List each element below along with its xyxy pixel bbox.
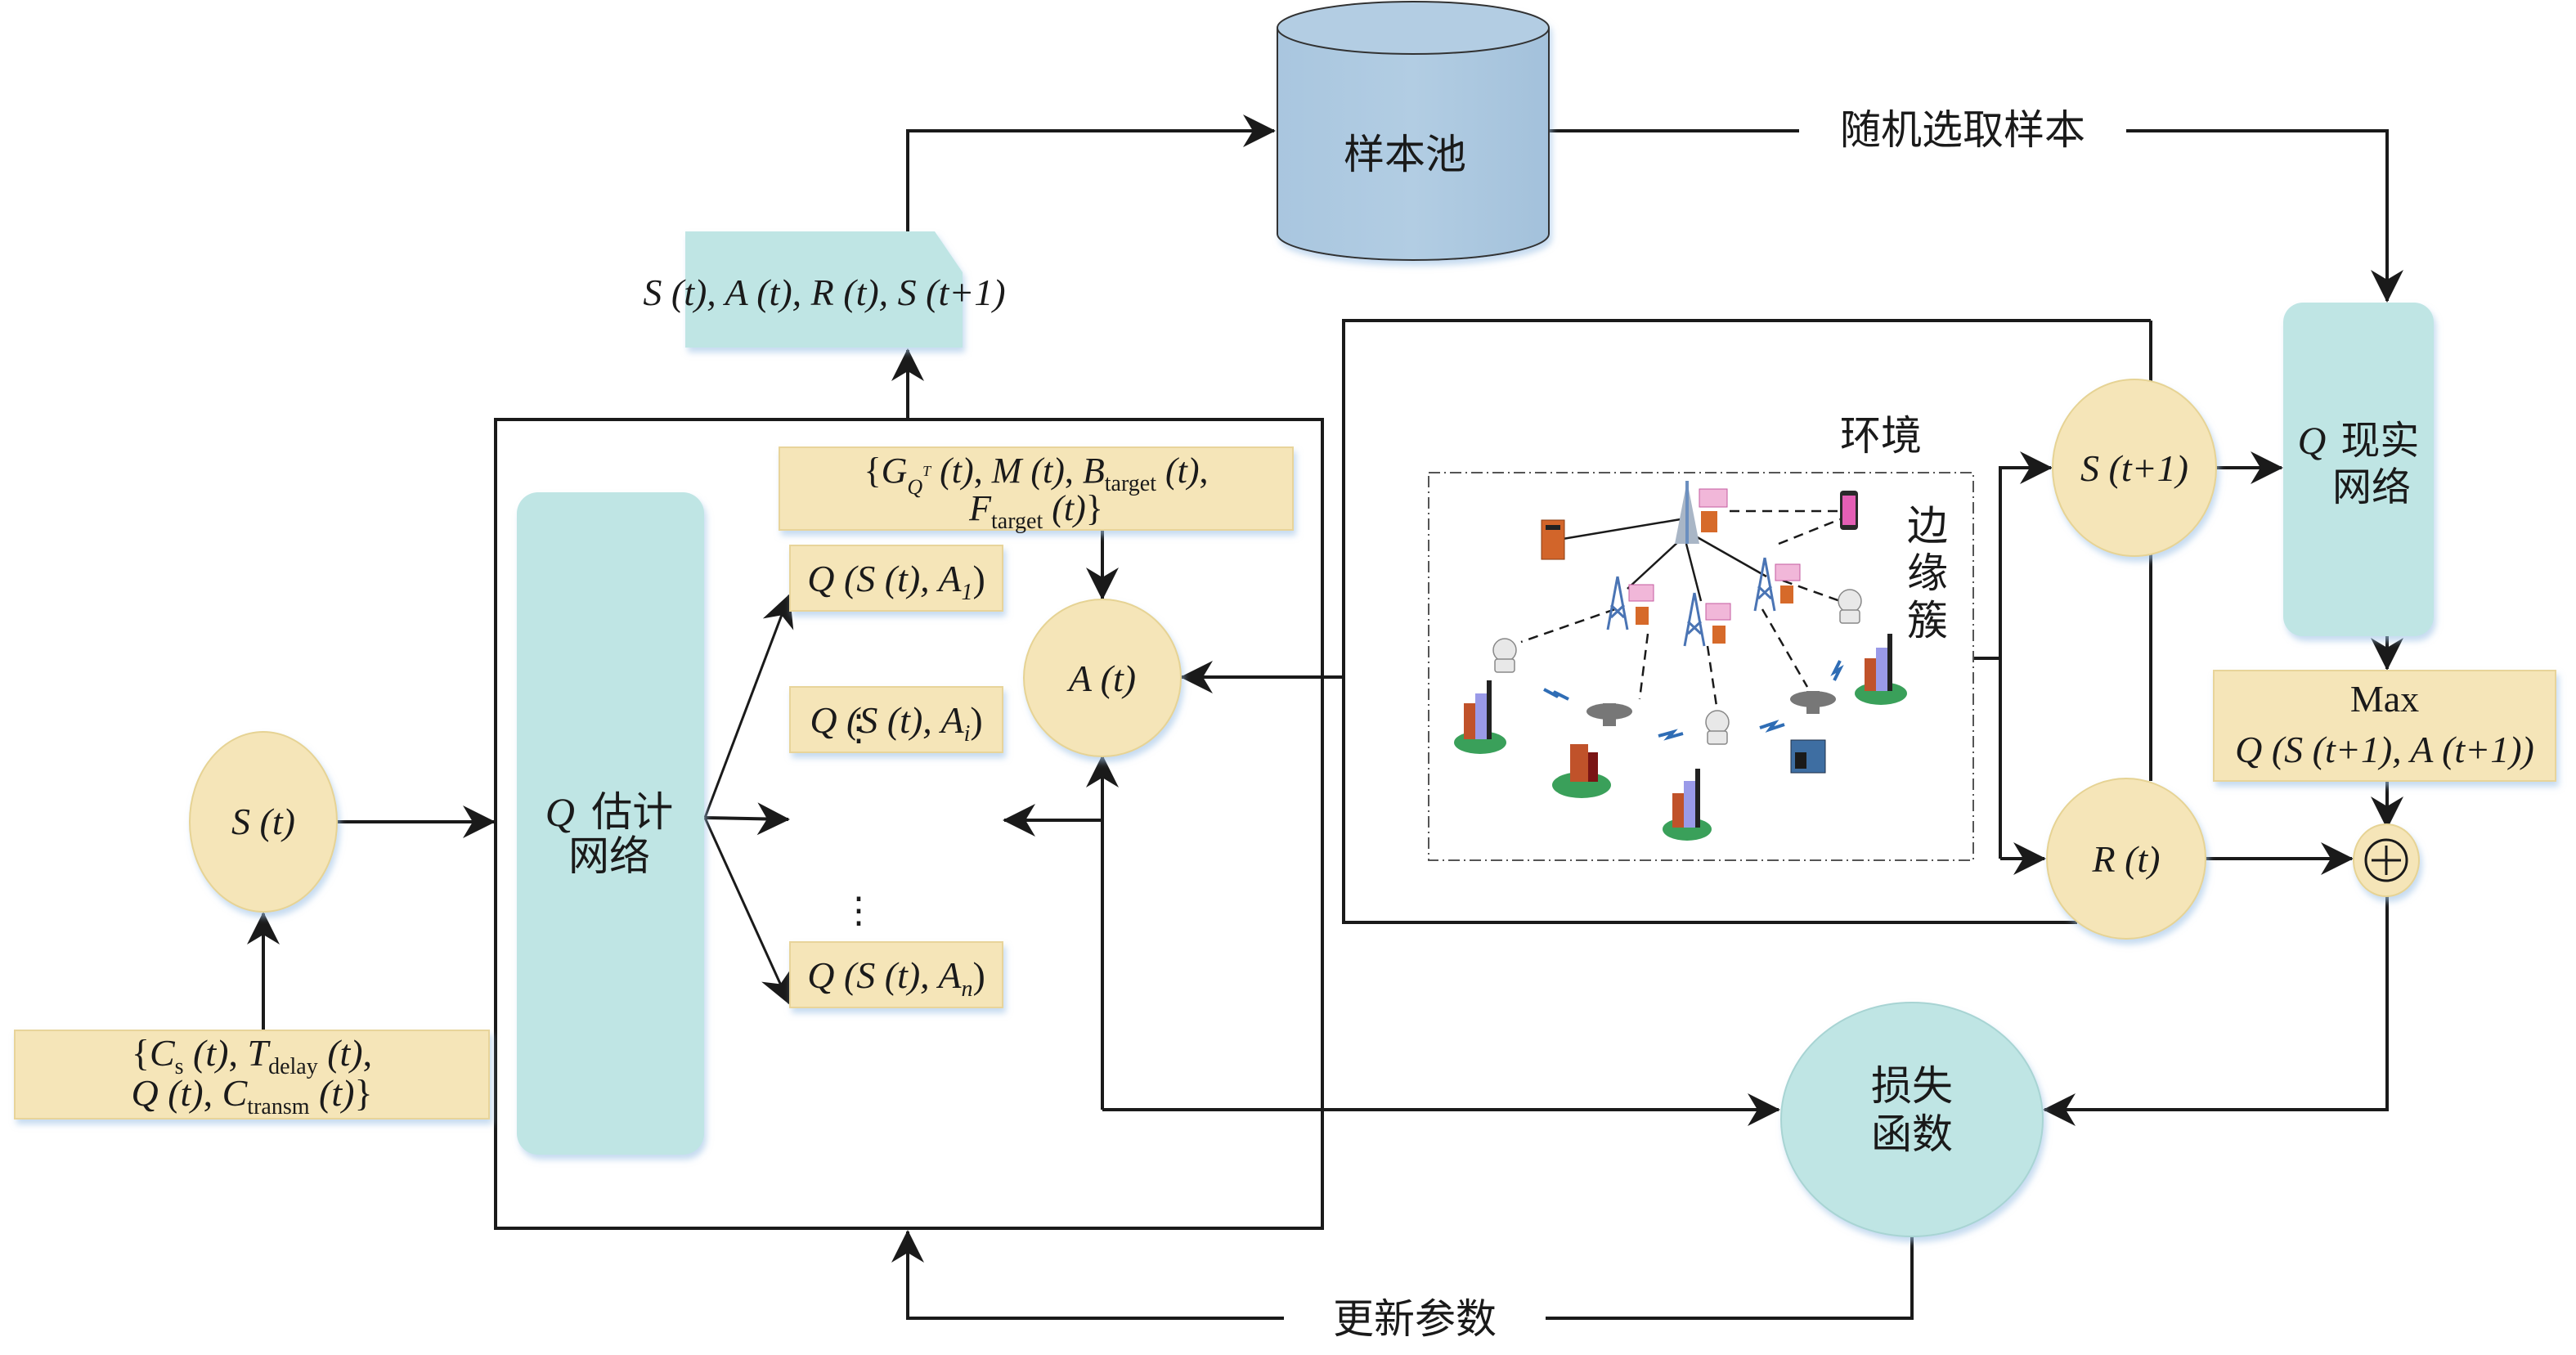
state-input-ctransm: C — [222, 1072, 249, 1114]
loss-line1: 损失 — [1871, 1063, 1953, 1109]
q-estimate-line2: 网络 — [568, 833, 650, 879]
network-links — [1520, 509, 1841, 712]
q-real-q: Q — [2298, 420, 2327, 463]
action-input-g: G — [882, 451, 908, 491]
experience-tuple-box — [685, 231, 963, 348]
state-input-cs: C — [150, 1032, 176, 1074]
q-value-box — [789, 941, 1003, 1008]
action-input-f: F — [968, 488, 992, 528]
line-loss-to-update — [1546, 1236, 1914, 1320]
loss-function-node — [1780, 1002, 2044, 1237]
next-state-node — [2052, 379, 2217, 557]
svg-text:边: 边 — [1907, 503, 1948, 549]
max-q-line1: Max — [2350, 678, 2419, 720]
svg-text:{Cs (t), Tdelay (t),: {Cs (t), Tdelay (t), — [132, 1032, 372, 1079]
svg-text:缘: 缘 — [1907, 550, 1948, 596]
max-q-line2: Q (S (t+1), A (t+1)) — [2235, 729, 2534, 770]
action-input-m: M — [991, 451, 1024, 491]
ellipsis-upper: ⋮ — [841, 708, 877, 748]
q-value-box — [789, 545, 1003, 612]
q-real-line2: 网络 — [2332, 466, 2411, 509]
state-input-q: Q — [131, 1072, 158, 1114]
svg-text:Q (t), Ctransm (t)}: Q (t), Ctransm (t)} — [131, 1072, 372, 1119]
svg-text:Q 估计: Q 估计 — [545, 789, 674, 835]
random-sample-label: 随机选取样本 — [1840, 107, 2085, 153]
q-value-label: Q (S (t), An) — [807, 954, 985, 1002]
edge-cluster-box — [1428, 472, 1974, 861]
arrow-sum-to-loss — [2043, 894, 2389, 1126]
q-value-label: Q (S (t), A1) — [807, 558, 985, 605]
q-real-network — [2283, 303, 2434, 636]
ellipsis-lower: ⋮ — [841, 891, 877, 931]
svg-text:{GQT (t), M (t), Btarget (t),: {GQT (t), M (t), Btarget (t), — [864, 451, 1208, 499]
state-input-tdelay: T — [247, 1032, 271, 1074]
update-params-label: 更新参数 — [1333, 1296, 1497, 1342]
reward-node — [2046, 778, 2206, 940]
loss-line2: 函数 — [1871, 1111, 1953, 1157]
q-value-label: Q (S (t), Ai) — [810, 699, 982, 747]
svg-text:Ftarget (t)}: Ftarget (t)} — [968, 488, 1103, 534]
arrow-qest-to-ai — [704, 802, 790, 836]
experience-tuple-label: S (t), A (t), R (t), S (t+1) — [643, 271, 1005, 313]
edge-tower-icon — [1606, 557, 1776, 647]
action-inputs-box — [779, 446, 1294, 531]
sample-pool — [1277, 1, 1550, 261]
wireless-link-icon — [1543, 660, 1844, 741]
plus-circle-icon — [2364, 838, 2408, 882]
action-input-b: B — [1083, 451, 1105, 491]
datacenter-icon — [1790, 739, 1826, 774]
max-q-box — [2213, 670, 2556, 782]
edge-cluster-label: 边 缘 簇 — [1907, 503, 1948, 644]
environment-label: 环境 — [1840, 413, 1922, 459]
arrow-tuple-to-pool — [906, 114, 1276, 231]
reward-label: R (t) — [2091, 838, 2160, 880]
svg-text:Q 现实: Q 现实 — [2298, 420, 2420, 463]
svg-text:簇: 簇 — [1907, 598, 1948, 644]
q-value-box — [789, 686, 1003, 753]
arrow-qest-to-an — [703, 817, 792, 1005]
state-label: S (t) — [231, 801, 295, 842]
arrow-cluster-to-nextstate — [1999, 451, 2053, 859]
state-node — [189, 731, 338, 913]
state-inputs-box — [14, 1030, 490, 1119]
camera-icon — [1492, 589, 1862, 745]
q-estimate-line1: 估计 — [591, 789, 673, 835]
environment-outer-box — [1342, 319, 2151, 924]
phone-icon — [1840, 491, 1858, 530]
drone-icon — [1586, 691, 1836, 726]
next-state-label: S (t+1) — [2080, 447, 2188, 489]
network-devices — [1454, 481, 1907, 841]
sample-pool-label: 样本池 — [1344, 132, 1466, 177]
macro-tower-icon — [1675, 481, 1728, 544]
q-estimate-container — [494, 418, 1324, 1230]
q-estimate-q: Q — [545, 789, 575, 835]
q-value-list: Q (S (t), A1) Q (S (t), Ai) Q (S (t), An) — [789, 545, 1003, 1008]
arrow-qest-to-a1 — [703, 594, 794, 819]
q-estimate-network — [517, 492, 704, 1155]
building-icon — [1454, 634, 1907, 841]
action-node — [1023, 599, 1182, 757]
action-label: A (t) — [1066, 657, 1136, 699]
server-icon — [1541, 519, 1565, 560]
arrow-random-to-qreal — [2126, 129, 2403, 303]
q-real-line1: 现实 — [2340, 420, 2419, 463]
arrow-update-to-qestimate — [891, 1230, 1284, 1320]
connectors — [247, 114, 2403, 1320]
